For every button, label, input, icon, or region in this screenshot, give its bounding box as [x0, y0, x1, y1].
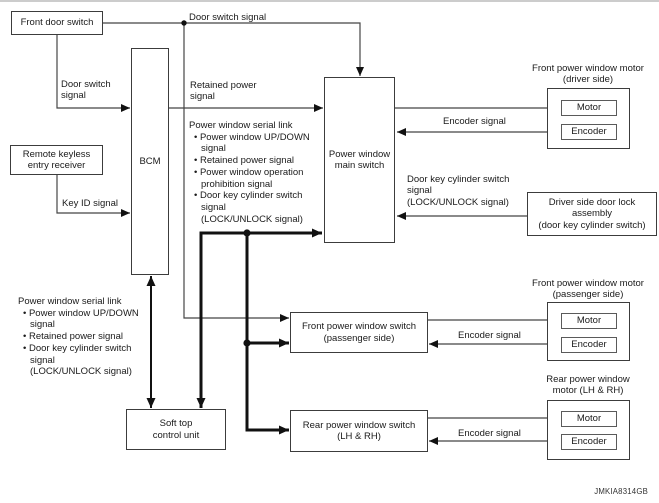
encoder-signal-passenger-label: Encoder signal — [458, 330, 521, 341]
note-bullet: • Retained power signal — [23, 331, 123, 343]
front-door-switch-box: Front door switch — [11, 11, 103, 35]
note-continuation: (LOCK/UNLOCK signal) — [201, 213, 303, 225]
wire-door-switch-signal-top — [103, 22, 364, 76]
box-label-line: main switch — [334, 160, 385, 171]
door-switch-signal-left-label: Door switch signal — [61, 79, 111, 102]
box-label-line: control unit — [152, 429, 200, 441]
front-power-window-motor-passenger-title: Front power window motor (passenger side… — [517, 278, 659, 301]
note-bullet: • Power window operation — [194, 166, 304, 178]
box-label-line: Soft top — [159, 418, 193, 430]
front-power-window-motor-driver-title: Front power window motor (driver side) — [517, 63, 659, 86]
driver-door-lock-assembly-box: Driver side door lock assembly (door key… — [527, 192, 657, 236]
driver-encoder-box: Encoder — [561, 124, 617, 140]
driver-motor-box: Motor — [561, 100, 617, 116]
junction-dots — [181, 20, 251, 347]
power-window-serial-link-note-center: Power window serial link • Power window … — [189, 120, 331, 225]
note-bullet: • Door key cylinder switch — [194, 190, 303, 202]
note-bullet: • Power window UP/DOWN — [194, 131, 310, 143]
rear-power-window-switch-box: Rear power window switch (LH & RH) — [290, 410, 428, 452]
note-continuation: signal — [201, 143, 226, 155]
rear-power-window-motor-title: Rear power window motor (LH & RH) — [517, 374, 659, 397]
encoder-signal-driver-label: Encoder signal — [443, 116, 506, 127]
box-label-line: (door key cylinder switch) — [538, 219, 646, 231]
note-continuation: (LOCK/UNLOCK signal) — [30, 366, 132, 378]
note-continuation: signal — [201, 201, 226, 213]
rear-encoder-box: Encoder — [561, 434, 617, 450]
label-line: signal — [407, 185, 432, 197]
note-bullet: • Power window UP/DOWN — [23, 307, 139, 319]
passenger-motor-box: Motor — [561, 313, 617, 329]
box-label-line: Remote keyless — [22, 148, 91, 160]
note-heading: Power window serial link — [189, 120, 293, 131]
door-key-cylinder-switch-signal-label: Door key cylinder switch signal (LOCK/UN… — [407, 174, 509, 208]
label-line: signal — [61, 90, 86, 102]
note-bullet: • Door key cylinder switch — [23, 342, 132, 354]
note-bullet: • Retained power signal — [194, 155, 294, 167]
title-line: (driver side) — [562, 74, 614, 86]
rear-power-window-motor-box — [547, 400, 630, 460]
title-line: (passenger side) — [552, 289, 624, 301]
serial-link-wires — [146, 228, 322, 435]
box-label-line: Power window — [328, 148, 391, 160]
box-label-line: Rear power window switch — [302, 419, 416, 431]
title-line: motor (LH & RH) — [552, 385, 624, 397]
note-heading: Power window serial link — [18, 296, 122, 307]
bcm-box: BCM — [131, 48, 169, 275]
soft-top-control-unit-box: Soft top control unit — [126, 409, 226, 450]
box-label-line: Driver side door lock — [548, 196, 636, 208]
box-label-line: (LH & RH) — [337, 431, 381, 442]
power-window-main-switch-box: Power window main switch — [324, 77, 395, 243]
thin-signal-wires — [56, 22, 561, 445]
figure-id-code: JMKIA8314GB — [594, 487, 648, 496]
rear-motor-box: Motor — [561, 411, 617, 427]
title-line: Front power window motor — [532, 278, 644, 289]
junction-dot — [243, 339, 251, 347]
key-id-signal-label: Key ID signal — [62, 198, 118, 209]
junction-dot — [181, 20, 187, 26]
box-label-line: Front power window switch — [301, 321, 417, 333]
door-switch-signal-top-label: Door switch signal — [189, 12, 267, 23]
label-line: Door key cylinder switch — [407, 174, 510, 185]
title-line: Rear power window — [546, 374, 630, 385]
label-line: Retained power — [190, 80, 257, 91]
remote-keyless-receiver-box: Remote keyless entry receiver — [10, 145, 103, 175]
note-continuation: signal — [30, 354, 55, 366]
wire-key-id-to-bcm — [56, 175, 130, 217]
label-line: Door switch — [61, 79, 111, 90]
box-label-line: assembly — [571, 208, 613, 220]
retained-power-signal-label: Retained power signal — [190, 80, 257, 103]
title-line: Front power window motor — [532, 63, 644, 74]
label-line: signal — [190, 91, 215, 103]
note-continuation: prohibition signal — [201, 178, 273, 190]
wire-serial-link-to-rear-switch — [245, 233, 289, 435]
junction-dot — [243, 229, 251, 237]
note-continuation: signal — [30, 319, 55, 331]
box-label: Front door switch — [20, 17, 94, 29]
box-label-line: (passenger side) — [323, 332, 395, 344]
label-line: (LOCK/UNLOCK signal) — [407, 196, 509, 208]
passenger-encoder-box: Encoder — [561, 337, 617, 353]
wire-serial-link-to-main-switch-and-softtop — [196, 228, 322, 408]
wire-door-switch-to-bcm — [56, 35, 130, 112]
front-power-window-switch-passenger-box: Front power window switch (passenger sid… — [290, 312, 428, 353]
box-label-line: entry receiver — [27, 160, 86, 171]
box-label: BCM — [139, 155, 161, 167]
power-window-serial-link-note-bottom: Power window serial link • Power window … — [18, 296, 160, 378]
encoder-signal-rear-label: Encoder signal — [458, 428, 521, 439]
